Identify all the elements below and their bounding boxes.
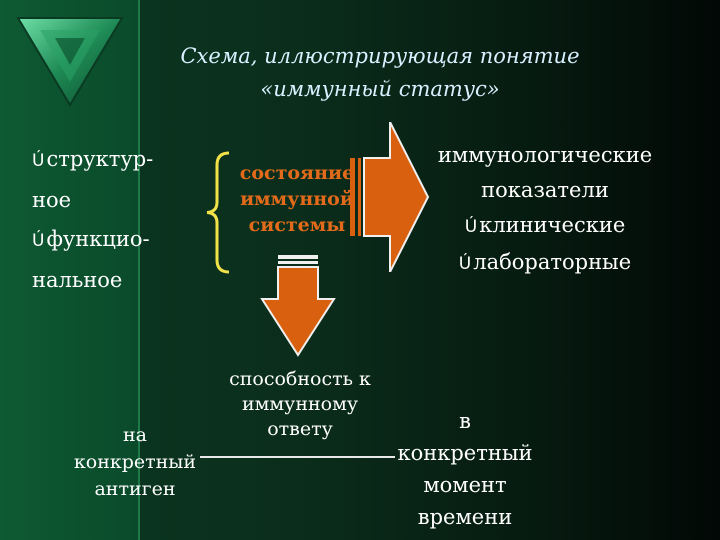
left-list-item-functional: Úфункцио- bbox=[32, 220, 153, 261]
bottom-left-line-3: антиген bbox=[94, 478, 176, 500]
bottom-center-line-2: иммунному bbox=[241, 393, 359, 415]
checkmark-bullet-icon: Ú bbox=[458, 254, 472, 274]
center-line-1: состояние bbox=[239, 162, 355, 184]
bottom-right-line-1: в bbox=[459, 409, 471, 433]
right-list-item-laboratory: Úлабораторные bbox=[425, 245, 665, 282]
right-line-1: иммунологические bbox=[437, 143, 653, 167]
center-line-3: системы bbox=[248, 214, 346, 236]
triangle-logo-icon bbox=[16, 17, 124, 107]
curly-brace-icon bbox=[206, 151, 230, 274]
right-arrow-icon bbox=[350, 122, 430, 272]
specific-moment: в конкретный момент времени bbox=[380, 405, 550, 533]
checkmark-bullet-icon: Ú bbox=[464, 217, 478, 237]
bottom-center-line-1: способность к bbox=[229, 368, 371, 390]
bottom-right-line-4: времени bbox=[417, 505, 513, 529]
bottom-left-line-1: на bbox=[123, 424, 147, 446]
bottom-right-line-2: конкретный bbox=[397, 441, 533, 465]
immune-response-ability: способность к иммунному ответу bbox=[215, 367, 385, 442]
right-line-2: показатели bbox=[481, 178, 609, 202]
bottom-right-line-3: момент bbox=[423, 473, 507, 497]
left-item-1-line-1: структур- bbox=[46, 147, 154, 171]
immunological-indicators: иммунологические показатели Úклинические… bbox=[425, 138, 665, 282]
center-line-2: иммунной bbox=[240, 188, 354, 210]
specific-antigen: на конкретный антиген bbox=[55, 422, 215, 503]
bottom-center-line-3: ответу bbox=[267, 418, 333, 440]
left-item-1-line-2: ное bbox=[32, 188, 72, 212]
right-list-item-clinical: Úклинические bbox=[425, 208, 665, 245]
immune-system-state: состояние иммунной системы bbox=[232, 160, 362, 238]
bottom-left-line-2: конкретный bbox=[73, 451, 197, 473]
title-line-1: Схема, иллюстрирующая понятие bbox=[180, 44, 580, 68]
title-line-2: «иммунный статус» bbox=[260, 77, 500, 101]
left-item-2-line-1: функцио- bbox=[46, 227, 150, 251]
left-item-2-line-2: нальное bbox=[32, 268, 123, 292]
down-arrow-icon bbox=[260, 255, 336, 357]
right-item-2: лабораторные bbox=[473, 250, 632, 274]
slide-title: Схема, иллюстрирующая понятие «иммунный … bbox=[150, 40, 610, 106]
right-item-1: клинические bbox=[479, 213, 626, 237]
left-list-item-structural: Úструктур- bbox=[32, 140, 153, 181]
left-list: Úструктур- ное Úфункцио- нальное bbox=[32, 140, 153, 300]
checkmark-bullet-icon: Ú bbox=[32, 231, 45, 251]
checkmark-bullet-icon: Ú bbox=[32, 151, 45, 171]
horizontal-divider bbox=[200, 456, 395, 458]
stripe-divider bbox=[138, 0, 140, 540]
